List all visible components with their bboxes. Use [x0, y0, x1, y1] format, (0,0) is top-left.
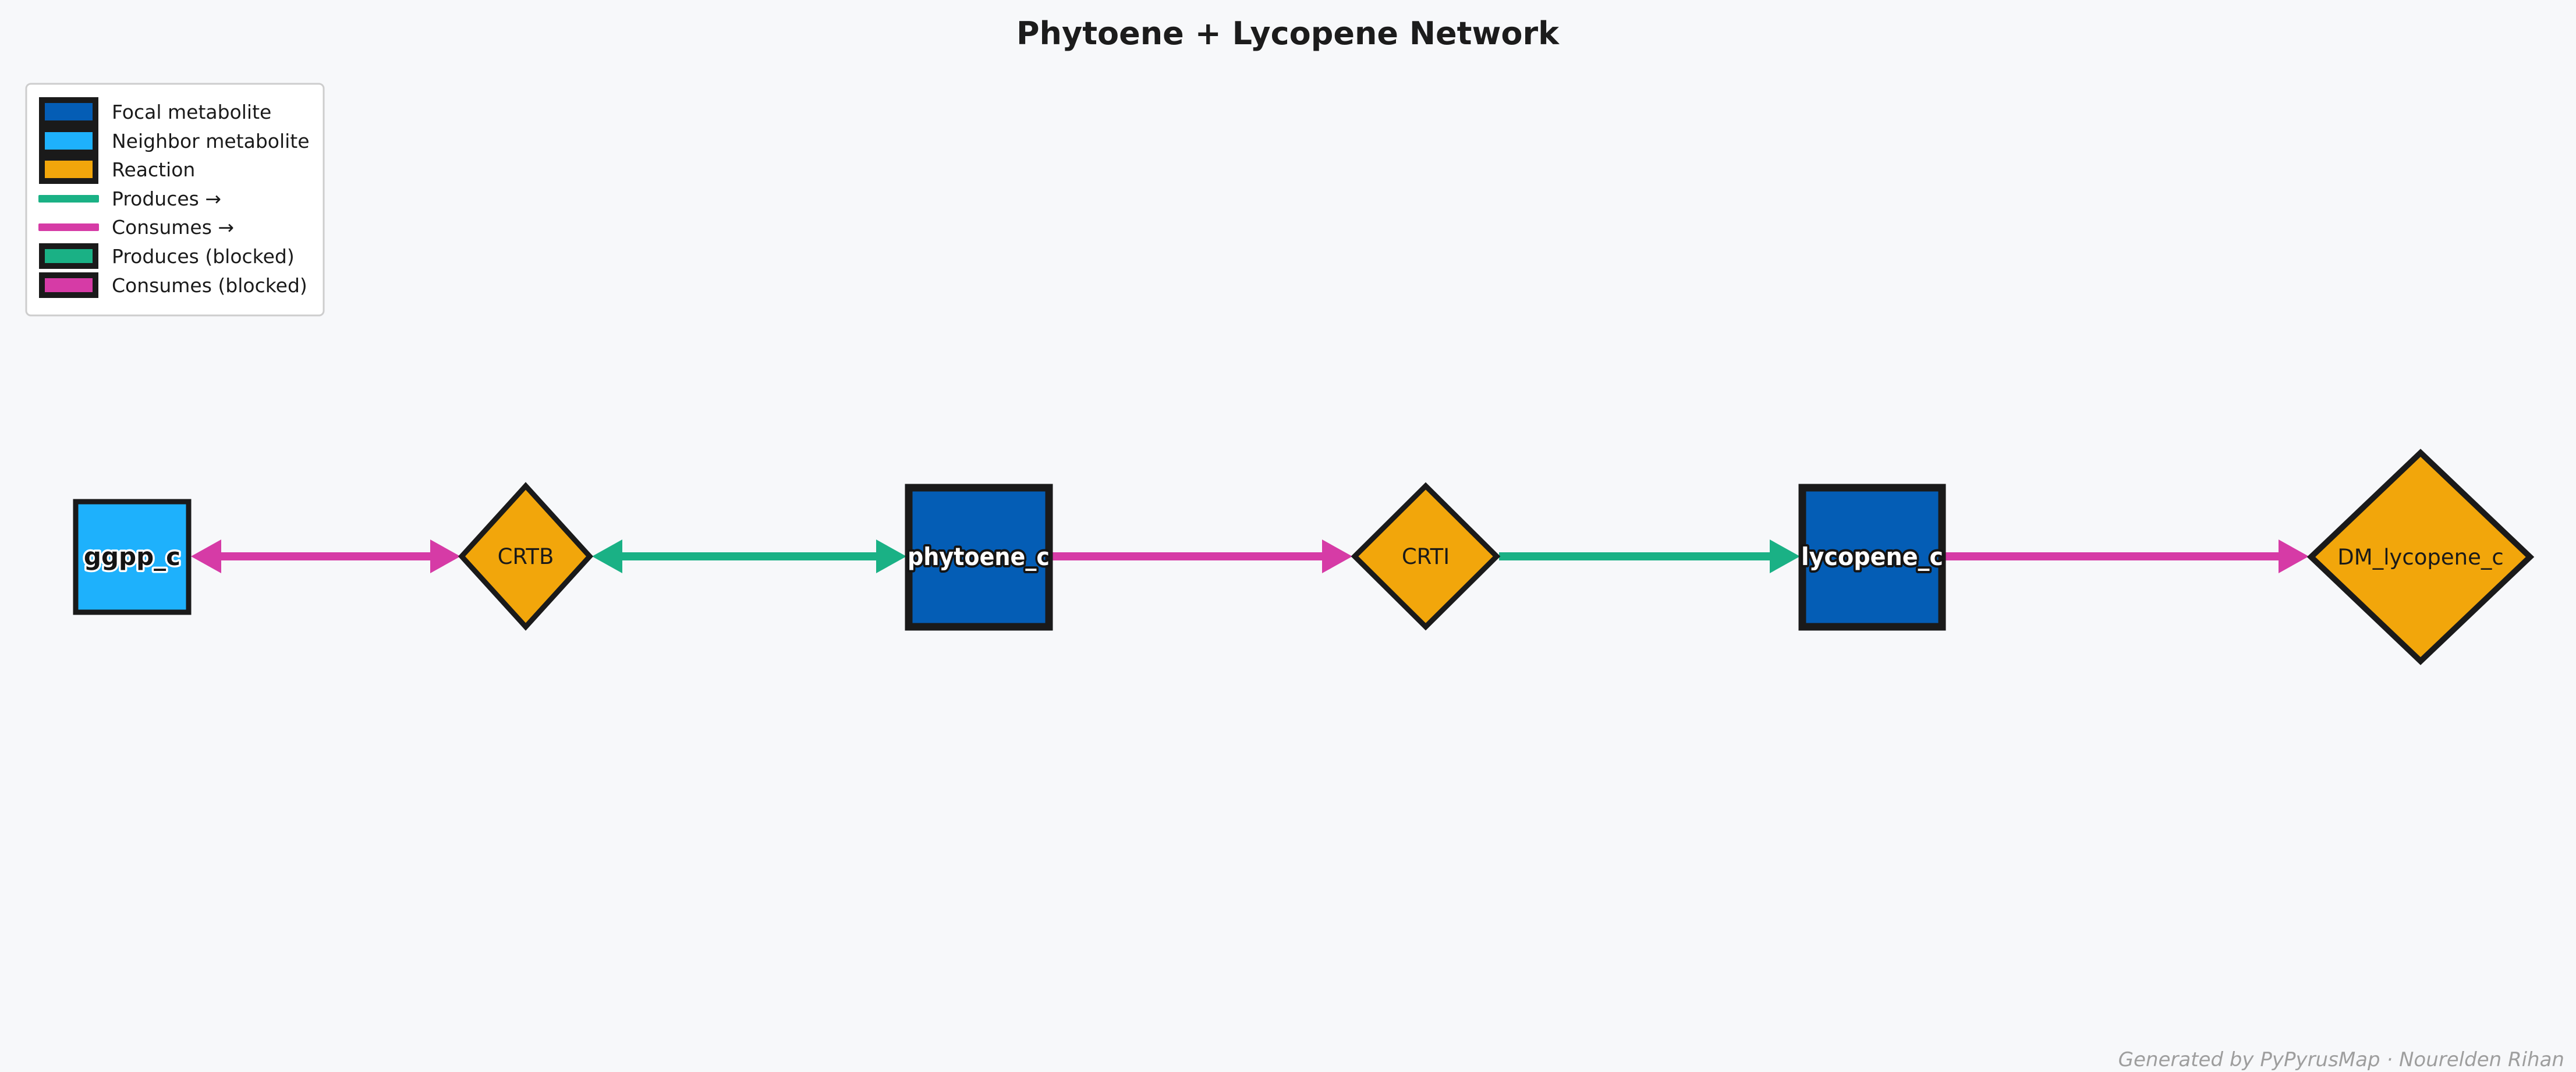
legend-item-label: Reaction: [112, 158, 195, 181]
produces-blocked-swatch: [39, 243, 98, 269]
legend-item-label: Produces (blocked): [112, 245, 295, 268]
node-CRTI: CRTI: [1351, 482, 1501, 631]
node-ggpp_c: ggpp_c: [73, 499, 192, 615]
legend-item-produces: Produces →: [38, 187, 221, 210]
node-CRTB: CRTB: [458, 482, 594, 631]
legend-item-label: Consumes →: [112, 216, 234, 239]
legend-item-reaction: Reaction: [39, 155, 195, 184]
legend: Focal metabolite Neighbor metabolite Rea…: [25, 83, 325, 317]
legend-item-neighbor-metabolite: Neighbor metabolite: [39, 126, 310, 155]
focal-metabolite-box: [1798, 484, 1946, 631]
node-lycopene_c: lycopene_c: [1798, 484, 1946, 631]
arrowhead-left-icon: [592, 539, 622, 573]
produces-line-swatch: [38, 195, 99, 203]
edge-crtb-ggpp: [191, 539, 460, 573]
legend-item-label: Focal metabolite: [112, 101, 271, 123]
reaction-swatch: [39, 155, 98, 184]
node-label: phytoene_c: [908, 542, 1050, 571]
node-label: lycopene_c: [1801, 542, 1943, 571]
legend-item-label: Neighbor metabolite: [112, 130, 310, 152]
legend-item-consumes: Consumes →: [38, 216, 234, 239]
legend-item-consumes-blocked: Consumes (blocked): [39, 272, 307, 298]
legend-box: [25, 83, 325, 317]
edges: [191, 539, 2309, 573]
legend-item-label: Produces →: [112, 187, 221, 210]
edge-crti-lycopene: [1499, 539, 1800, 573]
arrowhead-left-icon: [191, 539, 221, 573]
arrowhead-right-icon: [876, 539, 906, 573]
reaction-diamond: [1351, 482, 1501, 631]
node-label: DM_lycopene_c: [2337, 545, 2503, 570]
node-label: CRTI: [1402, 544, 1450, 569]
neighbor-metabolite-swatch: [39, 126, 98, 155]
node-phytoene_c: phytoene_c: [905, 484, 1053, 631]
legend-item-label: Consumes (blocked): [112, 274, 307, 297]
reaction-diamond: [2306, 449, 2535, 665]
arrowhead-right-icon: [2279, 539, 2309, 573]
diagram-title: Phytoene + Lycopene Network: [1016, 15, 1560, 52]
focal-metabolite-swatch: [39, 97, 98, 126]
consumes-blocked-swatch: [39, 272, 98, 298]
neighbor-metabolite-box: [73, 499, 192, 615]
edge-crtb-phytoene: [592, 539, 906, 573]
node-label: ggpp_c: [84, 542, 180, 571]
focal-metabolite-box: [905, 484, 1053, 631]
consumes-line-swatch: [38, 223, 99, 231]
node-DM_lycopene_c: DM_lycopene_c: [2306, 449, 2535, 665]
node-label: CRTB: [498, 544, 554, 569]
arrowhead-right-icon: [430, 539, 460, 573]
edge-lycopene-dm: [1944, 539, 2309, 573]
nodes: ggpp_c CRTB phytoene_c CRTI lycopene_c D…: [73, 449, 2535, 665]
arrowhead-right-icon: [1322, 539, 1352, 573]
footer-credit: Generated by PyPyrusMap · Nourelden Riha…: [2118, 1048, 2564, 1071]
edge-phytoene-crti: [1051, 539, 1352, 573]
reaction-diamond: [458, 482, 594, 631]
legend-item-focal-metabolite: Focal metabolite: [39, 97, 271, 126]
legend-item-produces-blocked: Produces (blocked): [39, 243, 295, 269]
arrowhead-right-icon: [1770, 539, 1800, 573]
